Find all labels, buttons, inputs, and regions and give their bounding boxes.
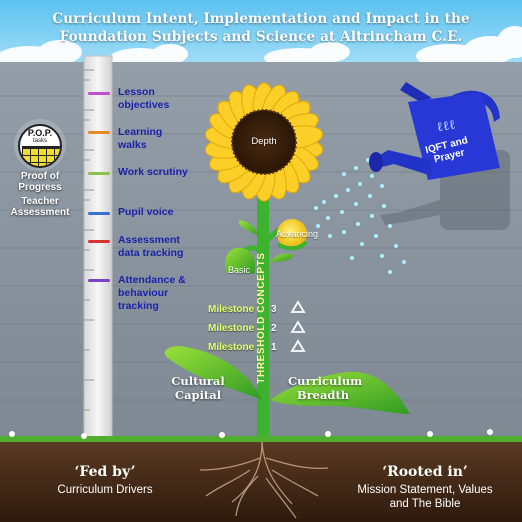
marker-line bbox=[88, 240, 110, 243]
pop-badge: P.O.P. tasks bbox=[18, 124, 62, 168]
right-leaf bbox=[270, 371, 410, 414]
curriculum-breadth-label: Curriculum Breadth bbox=[288, 374, 363, 402]
milestone-label: Milestone bbox=[208, 304, 255, 315]
rooted-in-heading: ‘Rooted in’ bbox=[382, 464, 468, 480]
basic-label: Basic bbox=[228, 265, 251, 275]
teacher-assessment-label: Teacher Assessment bbox=[10, 196, 70, 218]
measure-item-label: Work scrutiny bbox=[118, 166, 188, 178]
rooted-in-sub-1: Mission Statement, Values bbox=[357, 484, 493, 496]
title-line-1: Curriculum Intent, Implementation and Im… bbox=[52, 11, 470, 27]
roots bbox=[199, 441, 329, 519]
rooted-in-sub-2: and The Bible bbox=[389, 498, 461, 510]
pop-label: Proof of Progress bbox=[18, 171, 62, 193]
advancing-bud-sepal bbox=[276, 240, 308, 251]
daisies bbox=[9, 429, 493, 439]
left-leaf bbox=[164, 346, 262, 400]
advancing-bud bbox=[277, 219, 307, 249]
measure-item-label: Learning walks bbox=[118, 126, 163, 151]
pop-badge-title: P.O.P. bbox=[27, 128, 53, 138]
threshold-concepts-label: THRESHOLD CONCEPTS bbox=[256, 252, 267, 384]
water-droplets bbox=[314, 158, 406, 274]
title-line-2: Foundation Subjects and Science at Altri… bbox=[59, 29, 463, 45]
stem-leaves bbox=[238, 220, 294, 262]
advancing-label: Advancing bbox=[276, 229, 319, 239]
marker-line bbox=[88, 212, 110, 215]
ruler-ticks bbox=[84, 69, 94, 411]
measuring-ruler bbox=[83, 55, 113, 439]
fed-by-sub: Curriculum Drivers bbox=[57, 484, 153, 496]
marker-line bbox=[88, 92, 110, 95]
marker-line bbox=[88, 172, 110, 175]
basic-bud bbox=[224, 247, 256, 274]
sunflower-center bbox=[232, 110, 296, 174]
marker-line bbox=[88, 131, 110, 134]
depth-label: Depth bbox=[251, 136, 277, 147]
grass bbox=[0, 436, 522, 444]
milestone-label: Milestone bbox=[208, 342, 255, 353]
center-texture bbox=[231, 109, 297, 175]
pop-badge-sub: tasks bbox=[32, 138, 47, 144]
pop-grid-icon bbox=[22, 146, 60, 166]
milestone-label: Milestone bbox=[208, 323, 255, 334]
cultural-capital-label: Cultural Capital bbox=[171, 374, 225, 402]
milestone-number: 2 bbox=[271, 323, 277, 334]
milestone-number: 1 bbox=[271, 342, 277, 353]
marker-line bbox=[88, 279, 110, 282]
measure-item-label: Attendance & behaviour tracking bbox=[118, 274, 186, 312]
measure-item-label: Pupil voice bbox=[118, 206, 174, 218]
fed-by-heading: ‘Fed by’ bbox=[74, 464, 136, 480]
milestone-number: 3 bbox=[271, 304, 277, 315]
measure-item-label: Lesson objectives bbox=[118, 86, 170, 111]
watering-can bbox=[369, 82, 500, 180]
measure-item-label: Assessment data tracking bbox=[118, 234, 184, 259]
milestone-triangles bbox=[290, 300, 306, 352]
